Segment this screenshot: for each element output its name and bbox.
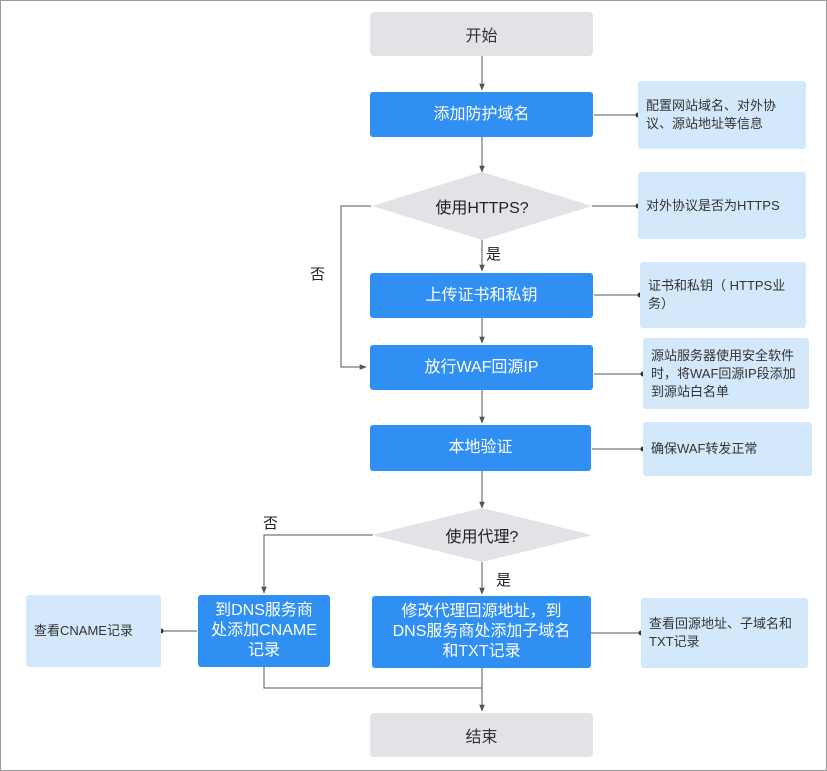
arrow-proxy-no-to-cname xyxy=(261,534,373,594)
start-node: 开始 xyxy=(370,12,593,56)
note-add-domain: 配置网站域名、对外协议、源站地址等信息 xyxy=(638,81,806,149)
decision-https-shape xyxy=(372,172,592,240)
step-modify-proxy: 修改代理回源地址，到DNS服务商处添加子域名和TXT记录 xyxy=(372,596,591,668)
note-allow-waf-ip: 源站服务器使用安全软件时，将WAF回源IP段添加到源站白名单 xyxy=(643,338,809,409)
step-local-verify: 本地验证 xyxy=(370,425,591,471)
decision-use-proxy: 使用代理? xyxy=(445,529,519,546)
arrow-https-no-to-allow-ip xyxy=(340,205,371,370)
label-https-yes: 是 xyxy=(486,246,502,263)
note-local-verify: 确保WAF转发正常 xyxy=(643,422,812,476)
label-proxy-yes: 是 xyxy=(496,572,512,589)
connector-cname-to-end xyxy=(263,667,482,689)
note-upload-cert: 证书和私钥（ HTTPS业务） xyxy=(640,262,806,328)
label-https-no: 否 xyxy=(310,266,326,283)
note-modify-proxy: 查看回源地址、子域名和TXT记录 xyxy=(641,598,808,668)
step-add-domain: 添加防护域名 xyxy=(370,92,593,137)
end-node: 结束 xyxy=(370,713,593,757)
decision-proxy-shape xyxy=(372,508,592,562)
step-upload-cert: 上传证书和私钥 xyxy=(370,273,593,318)
decision-use-https: 使用HTTPS? xyxy=(435,200,529,217)
note-add-cname: 查看CNAME记录 xyxy=(26,595,161,667)
note-use-https: 对外协议是否为HTTPS xyxy=(638,172,806,239)
step-add-cname: 到DNS服务商处添加CNAME记录 xyxy=(198,595,330,667)
step-allow-waf-ip: 放行WAF回源IP xyxy=(370,345,593,390)
label-proxy-no: 否 xyxy=(263,515,279,532)
